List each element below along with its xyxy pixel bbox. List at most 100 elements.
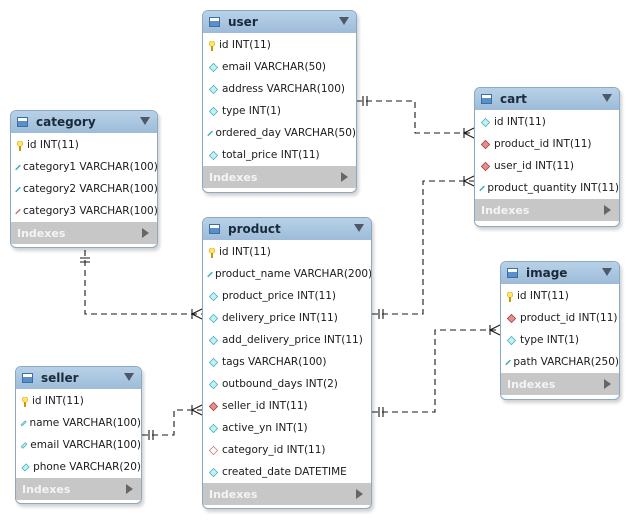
expand-arrow-icon[interactable] — [126, 484, 133, 494]
primary-key-icon — [209, 40, 215, 51]
column-row[interactable]: type INT(1) — [203, 100, 356, 122]
column-row[interactable]: outbound_days INT(2) — [203, 373, 371, 395]
column-label: email VARCHAR(50) — [222, 61, 327, 73]
table-header[interactable]: seller — [16, 367, 141, 389]
column-row[interactable]: product_price INT(11) — [203, 285, 371, 307]
column-icon — [21, 462, 30, 472]
table-header[interactable]: cart — [475, 88, 619, 110]
expand-arrow-icon[interactable] — [356, 489, 363, 499]
indexes-section[interactable]: Indexes — [11, 222, 157, 244]
relation-category-product — [84, 250, 202, 315]
indexes-section[interactable]: Indexes — [16, 478, 141, 500]
column-row[interactable]: name VARCHAR(100) — [16, 412, 141, 434]
primary-key-icon — [17, 140, 23, 151]
column-row[interactable]: phone VARCHAR(20) — [16, 456, 141, 478]
collapse-arrow-icon[interactable] — [354, 224, 364, 232]
relation-seller-product — [142, 409, 202, 436]
table-icon — [209, 17, 220, 27]
column-row[interactable]: id INT(11) — [16, 390, 141, 412]
column-row[interactable]: active_yn INT(1) — [203, 417, 371, 439]
collapse-arrow-icon[interactable] — [140, 117, 150, 125]
table-name: seller — [41, 371, 79, 385]
column-label: email VARCHAR(100) — [30, 439, 141, 451]
column-icon — [208, 379, 219, 389]
table-header[interactable]: image — [501, 262, 619, 284]
column-icon — [505, 359, 512, 365]
column-row[interactable]: product_name VARCHAR(200) — [203, 263, 371, 285]
column-row[interactable]: id INT(11) — [11, 134, 157, 156]
column-icon — [208, 313, 219, 323]
table-name: category — [36, 115, 96, 129]
column-row[interactable]: product_id INT(11) — [501, 307, 619, 329]
table-seller[interactable]: seller id INT(11) name VARCHAR(100) email … — [15, 366, 142, 504]
table-header[interactable]: user — [203, 11, 356, 33]
column-row[interactable]: address VARCHAR(100) — [203, 78, 356, 100]
foreign-key-icon — [208, 401, 219, 411]
expand-arrow-icon[interactable] — [341, 172, 348, 182]
column-row[interactable]: category1 VARCHAR(100) — [11, 156, 157, 178]
column-row[interactable]: add_delivery_price INT(11) — [203, 329, 371, 351]
column-row[interactable]: category3 VARCHAR(100) — [11, 200, 157, 222]
indexes-section[interactable]: Indexes — [501, 373, 619, 395]
expand-arrow-icon[interactable] — [142, 228, 149, 238]
column-label: category3 VARCHAR(100) — [23, 205, 158, 217]
column-row[interactable]: delivery_price INT(11) — [203, 307, 371, 329]
expand-arrow-icon[interactable] — [604, 379, 611, 389]
column-icon — [506, 335, 517, 345]
column-row[interactable]: created_date DATETIME — [203, 461, 371, 483]
column-label: id INT(11) — [517, 290, 569, 302]
primary-key-icon — [507, 291, 513, 302]
column-row[interactable]: ordered_day VARCHAR(50) — [203, 122, 356, 144]
column-icon — [480, 117, 491, 127]
column-row[interactable]: product_quantity INT(11) — [475, 177, 619, 199]
table-category[interactable]: category id INT(11) category1 VARCHAR(100… — [10, 110, 158, 248]
collapse-arrow-icon[interactable] — [124, 373, 134, 381]
table-user[interactable]: user id INT(11) email VARCHAR(50) address … — [202, 10, 357, 193]
column-row[interactable]: product_id INT(11) — [475, 133, 619, 155]
column-row[interactable]: id INT(11) — [501, 285, 619, 307]
column-label: category1 VARCHAR(100) — [23, 161, 158, 173]
table-icon — [17, 117, 28, 127]
column-row[interactable]: path VARCHAR(250) — [501, 351, 619, 373]
column-row[interactable]: id INT(11) — [203, 34, 356, 56]
indexes-section[interactable]: Indexes — [475, 199, 619, 221]
column-label: product_name VARCHAR(200) — [215, 268, 372, 280]
nullable-column-icon — [208, 445, 219, 455]
column-row[interactable]: type INT(1) — [501, 329, 619, 351]
column-row[interactable]: email VARCHAR(100) — [16, 434, 141, 456]
primary-key-icon — [22, 396, 28, 407]
table-image[interactable]: image id INT(11) product_id INT(11)type I… — [500, 261, 620, 400]
column-row[interactable]: category_id INT(11) — [203, 439, 371, 461]
table-name: image — [526, 266, 568, 280]
expand-arrow-icon[interactable] — [604, 205, 611, 215]
table-product[interactable]: product id INT(11) product_name VARCHAR(2… — [202, 217, 372, 509]
column-row[interactable]: total_price INT(11) — [203, 144, 356, 166]
column-label: delivery_price INT(11) — [222, 312, 338, 324]
column-row[interactable]: email VARCHAR(50) — [203, 56, 356, 78]
collapse-arrow-icon[interactable] — [602, 94, 612, 102]
column-row[interactable]: category2 VARCHAR(100) — [11, 178, 157, 200]
column-icon — [208, 335, 219, 345]
indexes-section[interactable]: Indexes — [203, 166, 356, 188]
column-icon — [20, 419, 27, 427]
column-icon — [208, 291, 219, 301]
column-label: id INT(11) — [32, 395, 84, 407]
column-label: product_id INT(11) — [494, 138, 592, 150]
column-label: product_price INT(11) — [222, 290, 337, 302]
column-row[interactable]: user_id INT(11) — [475, 155, 619, 177]
collapse-arrow-icon[interactable] — [602, 268, 612, 276]
column-row[interactable]: id INT(11) — [203, 241, 371, 263]
table-header[interactable]: category — [11, 111, 157, 133]
indexes-section[interactable]: Indexes — [203, 483, 371, 505]
column-icon — [20, 441, 28, 449]
column-row[interactable]: seller_id INT(11) — [203, 395, 371, 417]
table-header[interactable]: product — [203, 218, 371, 240]
table-name: cart — [500, 92, 527, 106]
collapse-arrow-icon[interactable] — [339, 17, 349, 25]
column-icon — [207, 130, 214, 136]
column-label: add_delivery_price INT(11) — [222, 334, 363, 346]
nullable-column-icon — [15, 208, 21, 214]
column-row[interactable]: id INT(11) — [475, 111, 619, 133]
column-row[interactable]: tags VARCHAR(100) — [203, 351, 371, 373]
table-cart[interactable]: cart id INT(11) product_id INT(11) user_id… — [474, 87, 620, 227]
